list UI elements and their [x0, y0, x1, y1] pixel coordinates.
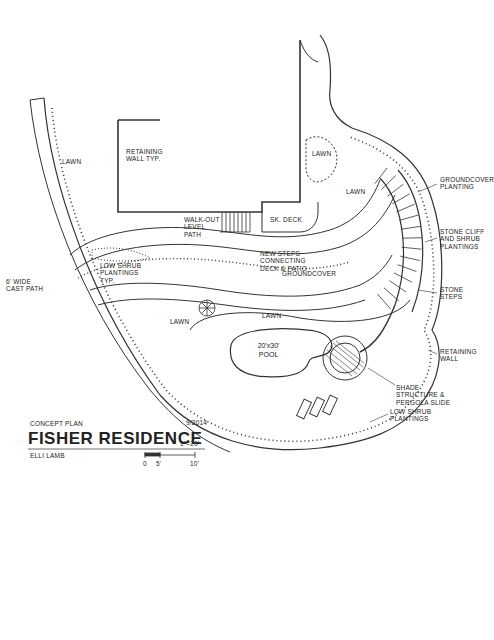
- plan-label: LOW SHRUB PLANTINGS: [390, 408, 442, 423]
- plan-label: RETAINING WALL TYP.: [126, 148, 168, 163]
- stone-step: [389, 281, 406, 292]
- plan-label: LOW SHRUB PLANTINGS TYP.: [100, 262, 148, 284]
- plan-label: ELLI LAMB: [30, 452, 65, 459]
- plan-label: LAWN: [62, 158, 81, 165]
- stone-step: [398, 265, 417, 272]
- plan-title: FISHER RESIDENCE: [28, 429, 202, 449]
- stone-step: [378, 294, 391, 309]
- plan-label: 9/2014: [186, 419, 207, 426]
- stone-step: [396, 204, 414, 212]
- plan-label: 0: [143, 460, 147, 467]
- stone-step: [402, 247, 422, 249]
- plan-label: NEW STEPS CONNECTING DECK & PATIO: [260, 250, 316, 272]
- stone-step: [375, 168, 387, 184]
- stone-step: [381, 176, 395, 190]
- plan-label: 1"=20': [180, 440, 199, 447]
- plan-label: GROUNDCOVER PLANTING: [440, 176, 486, 191]
- plan-label: SHADE STRUCTURE & PERGOLA SLIDE: [396, 384, 454, 406]
- plan-label: LAWN: [170, 318, 189, 325]
- plan-label: SK. DECK: [270, 216, 302, 223]
- stone-step: [400, 256, 420, 260]
- plan-label: 5': [156, 460, 161, 467]
- plan-label: LAWN: [262, 312, 281, 319]
- plan-label: LAWN: [346, 188, 365, 195]
- stone-step: [387, 184, 403, 196]
- plan-label: LAWN: [312, 150, 331, 157]
- plan-label: WALK-OUT LEVEL PATH: [184, 216, 224, 238]
- plan-label: GROUNDCOVER: [282, 270, 336, 277]
- plan-label: RETAINING WALL: [440, 348, 480, 363]
- stone-step: [401, 226, 421, 229]
- stone-step: [402, 237, 422, 239]
- stone-step: [394, 273, 412, 282]
- pool-label: 20'x30' POOL: [252, 341, 286, 359]
- plan-label: STONE STEPS: [440, 286, 474, 301]
- stone-step: [399, 215, 418, 220]
- plan-label: 10': [190, 460, 199, 467]
- stone-step: [384, 288, 399, 301]
- plan-label: 6' WIDE CAST PATH: [6, 278, 44, 293]
- stone-step: [392, 194, 409, 204]
- pool-outline: 20'x30' POOL: [219, 324, 337, 380]
- plan-label: STONE CLIFF AND SHRUB PLANTINGS: [440, 228, 490, 250]
- plan-label: CONCEPT PLAN: [30, 420, 83, 427]
